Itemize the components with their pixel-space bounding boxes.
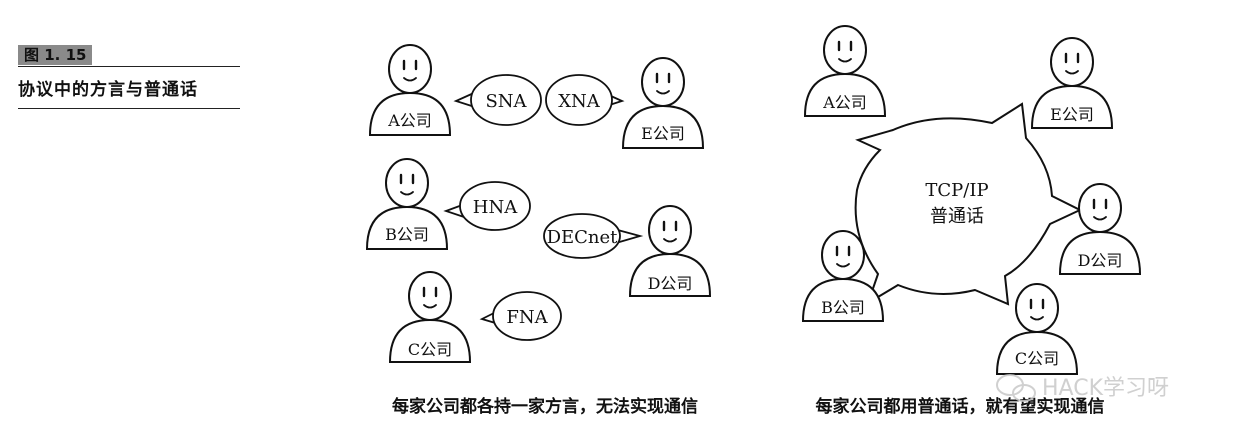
left-bubble-sna: SNA: [453, 74, 542, 126]
left-person-b: B公司: [365, 157, 449, 251]
figure-number: 图 1. 15: [18, 45, 93, 65]
right-person-c-label: C公司: [1015, 349, 1059, 368]
tcpip-label: TCP/IP: [925, 180, 988, 201]
figure-title: 协议中的方言与普通话: [18, 80, 198, 100]
watermark: HACK学习呀: [996, 374, 1169, 402]
bubble-hna-text: HNA: [473, 197, 518, 218]
right-person-c: C公司: [995, 282, 1079, 376]
tcpip-center-bubble: [854, 102, 1083, 306]
right-person-a: A公司: [803, 24, 887, 118]
bubble-decnet-text: DECnet: [547, 227, 619, 248]
watermark-text: HACK学习呀: [1042, 376, 1169, 401]
left-bubble-hna: HNA: [443, 181, 531, 231]
left-person-a-label: A公司: [387, 111, 432, 130]
right-caption: 每家公司都用普通话，就有望实现通信: [816, 396, 1105, 417]
left-bubble-xna: XNA: [545, 74, 625, 126]
right-person-d-label: D公司: [1078, 251, 1123, 270]
left-person-c: C公司: [388, 270, 472, 364]
bubble-xna-text: XNA: [558, 91, 601, 112]
right-person-a-label: A公司: [822, 93, 867, 112]
right-person-d: D公司: [1058, 182, 1142, 276]
left-person-d: D公司: [628, 204, 712, 298]
title-rule-bottom: [18, 108, 240, 109]
left-person-c-label: C公司: [408, 340, 452, 359]
bubble-fna-text: FNA: [506, 307, 548, 328]
wechat-icon: [996, 374, 1036, 402]
left-bubble-fna: FNA: [479, 291, 562, 341]
left-person-b-label: B公司: [385, 225, 429, 244]
right-person-b-label: B公司: [821, 298, 865, 317]
bubble-sna-text: SNA: [485, 91, 527, 112]
left-person-e: E公司: [621, 56, 705, 150]
left-person-e-label: E公司: [641, 124, 685, 143]
putonghua-label: 普通话: [930, 206, 984, 227]
left-person-d-label: D公司: [648, 274, 693, 293]
left-caption: 每家公司都各持一家方言，无法实现通信: [392, 396, 698, 417]
right-person-e: E公司: [1030, 36, 1114, 130]
left-person-a: A公司: [368, 43, 452, 137]
left-bubble-decnet: DECnet: [543, 213, 644, 259]
title-rule-top: [18, 66, 240, 67]
right-person-b: B公司: [801, 229, 885, 323]
right-person-e-label: E公司: [1050, 105, 1094, 124]
